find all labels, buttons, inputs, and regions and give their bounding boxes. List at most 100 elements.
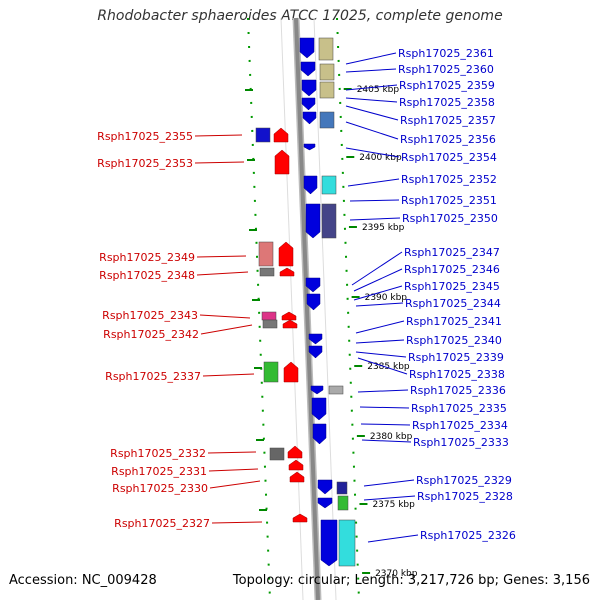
reverse-gene-leader bbox=[211, 521, 263, 524]
forward-gene-feature bbox=[299, 37, 315, 59]
reverse-gene-block bbox=[263, 361, 279, 383]
forward-gene-feature bbox=[301, 97, 316, 111]
forward-gene-block bbox=[337, 495, 349, 511]
accession-text: Accession: NC_009428 bbox=[9, 573, 157, 588]
ruler-label: 2375 kbp bbox=[372, 500, 415, 510]
reverse-gene-feature bbox=[287, 445, 303, 459]
forward-gene-feature bbox=[303, 175, 318, 195]
reverse-gene-feature bbox=[281, 311, 297, 321]
forward-gene-feature bbox=[317, 497, 333, 509]
forward-gene-leader bbox=[349, 217, 401, 221]
forward-gene-feature bbox=[312, 423, 327, 445]
ruler-label: 2370 kbp bbox=[375, 569, 418, 579]
reverse-gene-feature bbox=[283, 361, 299, 383]
forward-gene-leader bbox=[355, 351, 407, 358]
reverse-gene-leader bbox=[207, 451, 257, 454]
forward-gene-block bbox=[338, 519, 356, 567]
forward-gene-leader bbox=[355, 339, 405, 344]
forward-gene-leader bbox=[357, 357, 408, 375]
forward-gene-block bbox=[321, 203, 337, 239]
forward-gene-leader bbox=[347, 178, 400, 187]
reverse-gene-leader bbox=[196, 255, 247, 258]
reverse-gene-feature bbox=[292, 513, 308, 523]
forward-gene-label: Rsph17025_2334 bbox=[412, 419, 508, 432]
forward-gene-label: Rsph17025_2335 bbox=[411, 402, 507, 415]
forward-gene-label: Rsph17025_2356 bbox=[400, 133, 496, 146]
forward-gene-block bbox=[319, 63, 335, 81]
forward-gene-leader bbox=[353, 285, 403, 301]
forward-gene-leader bbox=[355, 302, 404, 307]
reverse-gene-leader bbox=[208, 468, 259, 472]
forward-gene-feature bbox=[300, 61, 316, 77]
forward-gene-leader bbox=[349, 199, 400, 202]
forward-gene-feature bbox=[308, 345, 323, 359]
reverse-gene-leader bbox=[196, 271, 249, 276]
forward-gene-block bbox=[319, 111, 335, 129]
reverse-gene-leader bbox=[194, 161, 245, 164]
forward-gene-label: Rsph17025_2351 bbox=[401, 194, 497, 207]
reverse-gene-block bbox=[262, 319, 278, 329]
reverse-gene-feature bbox=[279, 267, 295, 277]
forward-gene-label: Rsph17025_2361 bbox=[398, 47, 494, 60]
ruler-label: 2400 kbp bbox=[359, 153, 402, 163]
reverse-gene-feature bbox=[273, 127, 289, 143]
forward-gene-feature bbox=[305, 203, 321, 239]
reverse-gene-block bbox=[259, 267, 275, 277]
forward-gene-label: Rsph17025_2328 bbox=[417, 490, 513, 503]
forward-strand-guide bbox=[336, 17, 360, 600]
forward-gene-label: Rsph17025_2333 bbox=[413, 436, 509, 449]
forward-gene-label: Rsph17025_2339 bbox=[408, 351, 504, 364]
ruler-label: 2390 kbp bbox=[365, 293, 408, 303]
reverse-gene-label: Rsph17025_2353 bbox=[97, 157, 193, 170]
reverse-gene-label: Rsph17025_2343 bbox=[102, 309, 198, 322]
forward-gene-label: Rsph17025_2326 bbox=[420, 529, 516, 542]
forward-gene-block bbox=[336, 481, 348, 495]
reverse-gene-label: Rsph17025_2348 bbox=[99, 269, 195, 282]
reverse-gene-block bbox=[269, 447, 285, 461]
forward-gene-leader bbox=[355, 320, 405, 334]
forward-gene-leader bbox=[357, 389, 409, 393]
forward-gene-leader bbox=[360, 423, 411, 426]
forward-gene-leader bbox=[351, 251, 403, 286]
ruler-label: 2380 kbp bbox=[370, 432, 413, 442]
forward-gene-label: Rsph17025_2347 bbox=[404, 246, 500, 259]
forward-gene-label: Rsph17025_2329 bbox=[416, 474, 512, 487]
reverse-gene-leader bbox=[202, 373, 255, 377]
forward-gene-feature bbox=[305, 277, 321, 293]
forward-gene-block bbox=[318, 37, 334, 61]
reverse-gene-leader bbox=[200, 324, 253, 335]
reverse-gene-block bbox=[255, 127, 271, 143]
forward-gene-feature bbox=[310, 385, 324, 395]
ruler-label: 2385 kbp bbox=[367, 362, 410, 372]
reverse-gene-block bbox=[261, 311, 277, 321]
reverse-gene-label: Rsph17025_2331 bbox=[111, 465, 207, 478]
forward-gene-leader bbox=[361, 439, 412, 443]
reverse-gene-leader bbox=[199, 314, 251, 319]
forward-gene-leader bbox=[345, 84, 398, 91]
forward-gene-leader bbox=[363, 479, 415, 487]
reverse-gene-label: Rsph17025_2327 bbox=[114, 517, 210, 530]
forward-gene-feature bbox=[301, 79, 317, 97]
forward-gene-feature bbox=[303, 143, 316, 151]
forward-gene-feature bbox=[320, 519, 338, 567]
ruler-label: 2405 kbp bbox=[357, 85, 400, 95]
forward-gene-leader bbox=[345, 68, 397, 73]
reverse-gene-feature bbox=[289, 471, 305, 483]
forward-gene-label: Rsph17025_2340 bbox=[406, 334, 502, 347]
forward-gene-label: Rsph17025_2350 bbox=[402, 212, 498, 225]
forward-track-line bbox=[313, 17, 337, 600]
forward-gene-feature bbox=[306, 293, 321, 311]
forward-gene-feature bbox=[317, 479, 333, 495]
reverse-gene-feature bbox=[288, 459, 304, 471]
forward-gene-feature bbox=[311, 397, 327, 421]
forward-gene-label: Rsph17025_2345 bbox=[404, 280, 500, 293]
reverse-gene-feature bbox=[278, 241, 294, 267]
forward-gene-label: Rsph17025_2344 bbox=[405, 297, 501, 310]
forward-gene-label: Rsph17025_2346 bbox=[404, 263, 500, 276]
forward-gene-feature bbox=[308, 333, 323, 345]
forward-gene-leader bbox=[363, 495, 416, 501]
forward-gene-label: Rsph17025_2338 bbox=[409, 368, 505, 381]
forward-gene-leader bbox=[353, 268, 403, 292]
